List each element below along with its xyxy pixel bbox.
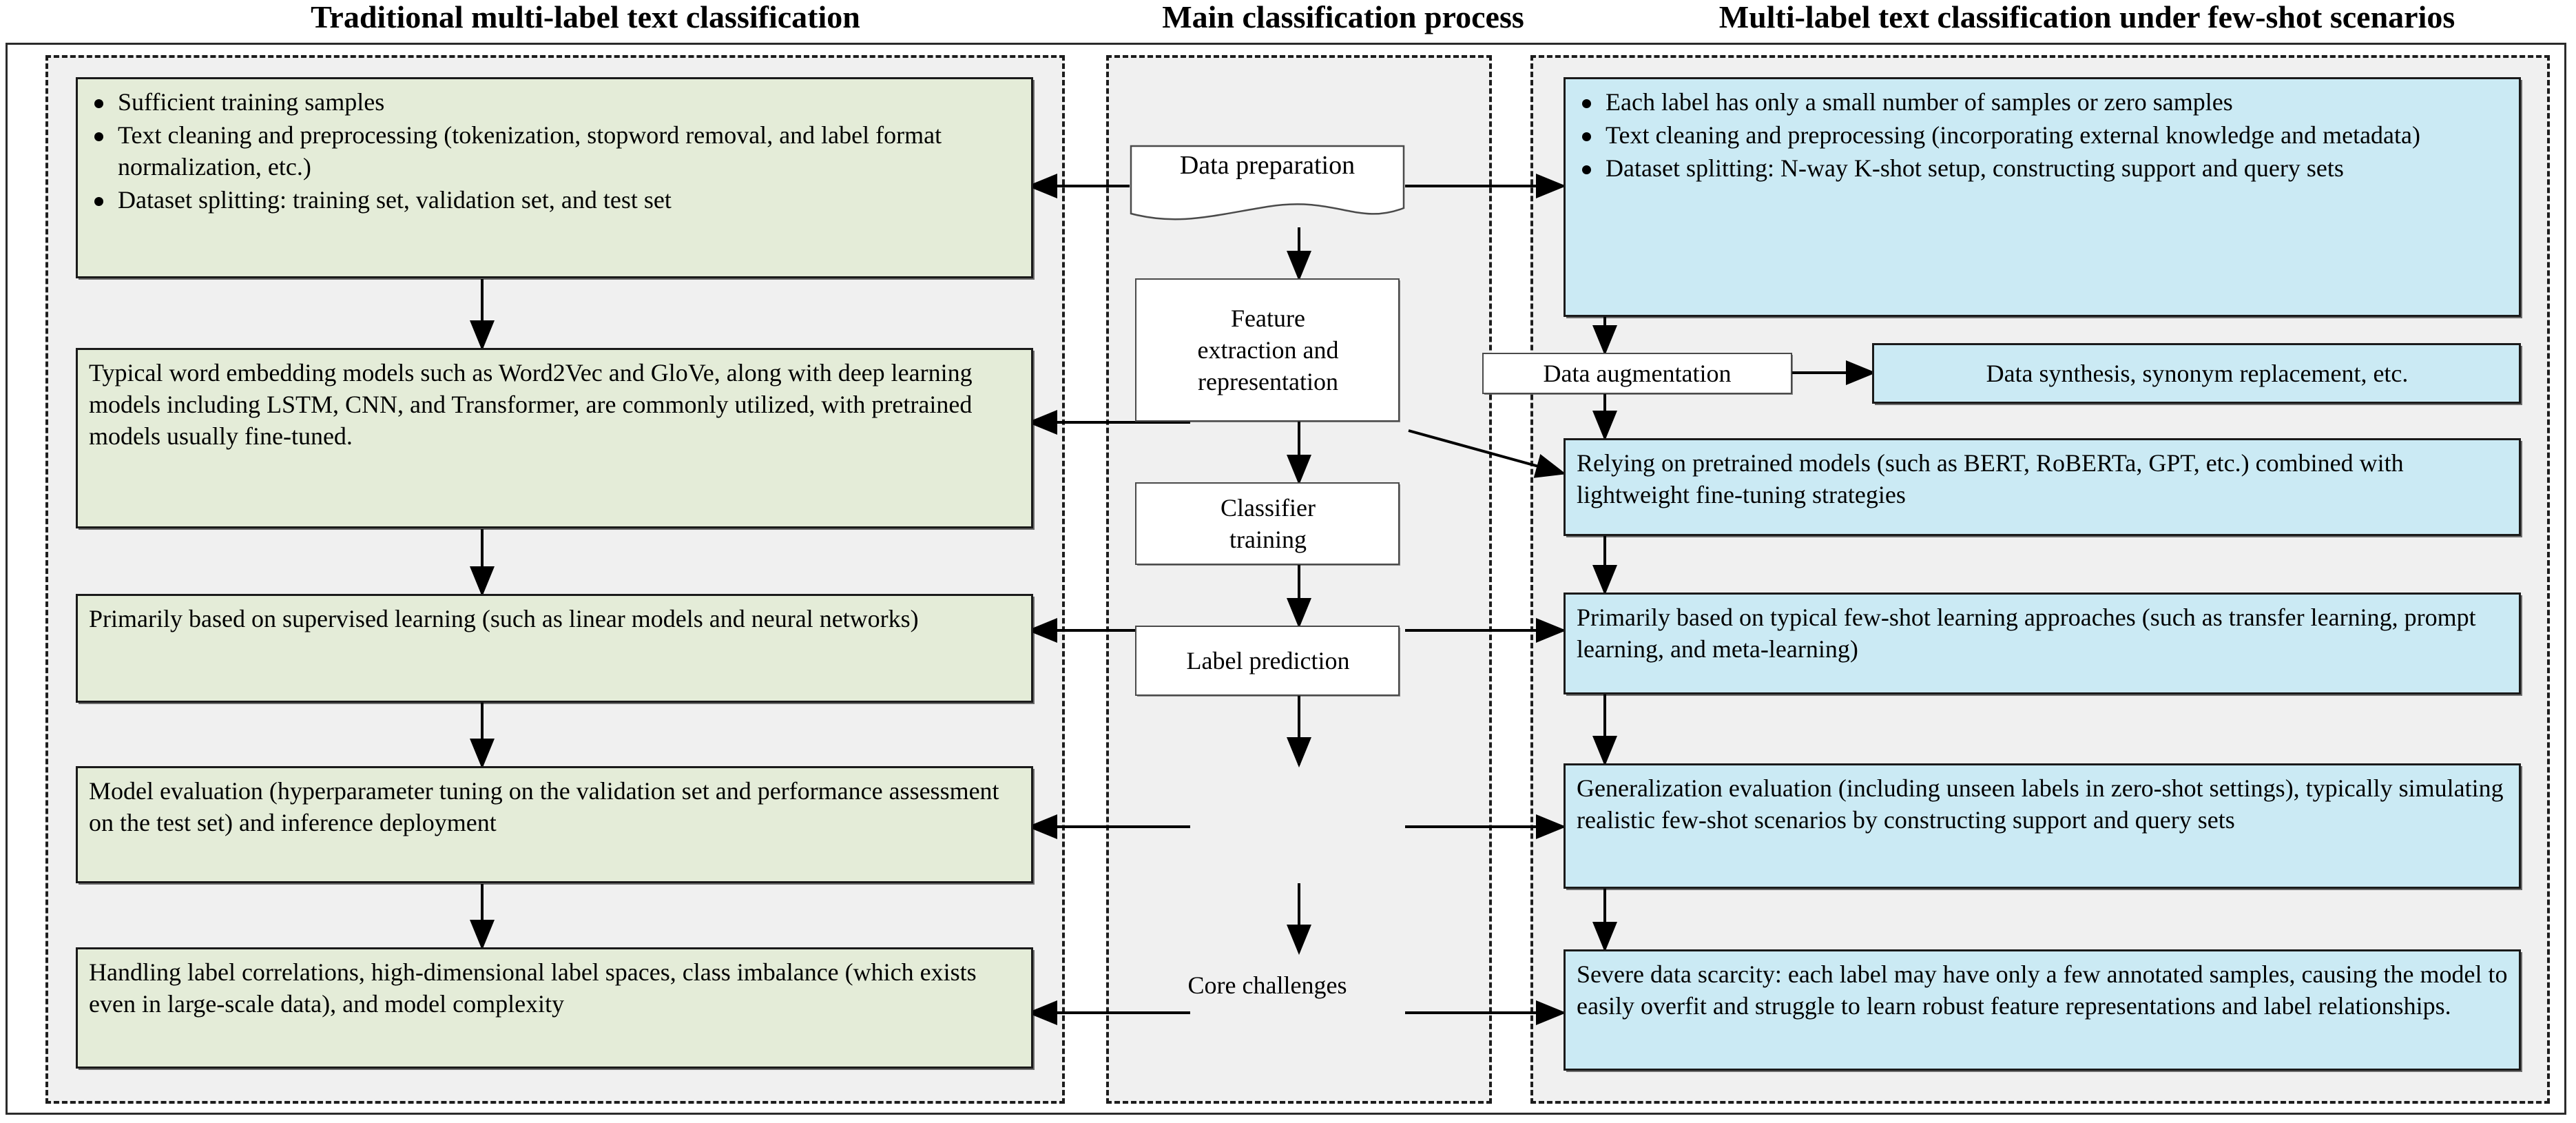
box-traditional-core-challenges: Handling label correlations, high-dimens… (76, 947, 1033, 1069)
bullet-dot-icon (1582, 132, 1591, 141)
box-label-line: Classifier (1221, 494, 1316, 522)
box-label-line: training (1229, 526, 1307, 553)
list-item: Text cleaning and preprocessing (incorpo… (1577, 119, 2509, 151)
document-shape (1130, 145, 1405, 220)
list-item: Dataset splitting: training set, validat… (89, 184, 1021, 216)
bullet-dot-icon (1582, 99, 1591, 108)
box-fewshot-label-prediction: Generalization evaluation (including uns… (1564, 763, 2521, 889)
box-fewshot-classifier-training: Primarily based on typical few-shot lear… (1564, 593, 2521, 694)
box-classifier-training: Classifier training (1135, 482, 1400, 565)
box-core-challenges: Core challenges (1187, 971, 1347, 999)
bullet-list: Sufficient training samples Text cleanin… (89, 86, 1021, 216)
heading-few-shot: Multi-label text classification under fe… (1718, 0, 2455, 34)
list-item: Each label has only a small number of sa… (1577, 86, 2509, 118)
box-traditional-classifier-training: Primarily based on supervised learning (… (76, 594, 1033, 703)
box-traditional-data-preparation: Sufficient training samples Text cleanin… (76, 77, 1033, 278)
heading-main-process: Main classification process (1162, 0, 1524, 34)
bullet-dot-icon (94, 197, 103, 206)
box-feature-extraction: Feature extraction and representation (1135, 278, 1400, 422)
box-data-synthesis: Data synthesis, synonym replacement, etc… (1872, 343, 2521, 404)
heading-traditional: Traditional multi-label text classificat… (311, 0, 860, 34)
list-item: Text cleaning and preprocessing (tokeniz… (89, 119, 1021, 183)
box-fewshot-feature-extraction: Relying on pretrained models (such as BE… (1564, 438, 2521, 536)
bullet-dot-icon (1582, 165, 1591, 174)
bullet-dot-icon (94, 99, 103, 108)
box-traditional-feature-extraction: Typical word embedding models such as Wo… (76, 348, 1033, 528)
list-item: Sufficient training samples (89, 86, 1021, 118)
box-fewshot-core-challenges: Severe data scarcity: each label may hav… (1564, 949, 2521, 1071)
box-label-prediction: Label prediction (1135, 626, 1400, 696)
box-label-line: Feature (1231, 305, 1305, 332)
box-label-line: representation (1198, 368, 1338, 395)
list-item: Dataset splitting: N-way K-shot setup, c… (1577, 152, 2509, 184)
box-fewshot-data-preparation: Each label has only a small number of sa… (1564, 77, 2521, 317)
bullet-list: Each label has only a small number of sa… (1577, 86, 2509, 184)
box-label-line: extraction and (1197, 336, 1339, 364)
box-data-augmentation: Data augmentation (1482, 353, 1792, 394)
box-data-preparation: Data preparation (1130, 145, 1405, 225)
box-label: Data preparation (1179, 151, 1355, 180)
box-traditional-label-prediction: Model evaluation (hyperparameter tuning … (76, 766, 1033, 883)
bullet-dot-icon (94, 132, 103, 141)
